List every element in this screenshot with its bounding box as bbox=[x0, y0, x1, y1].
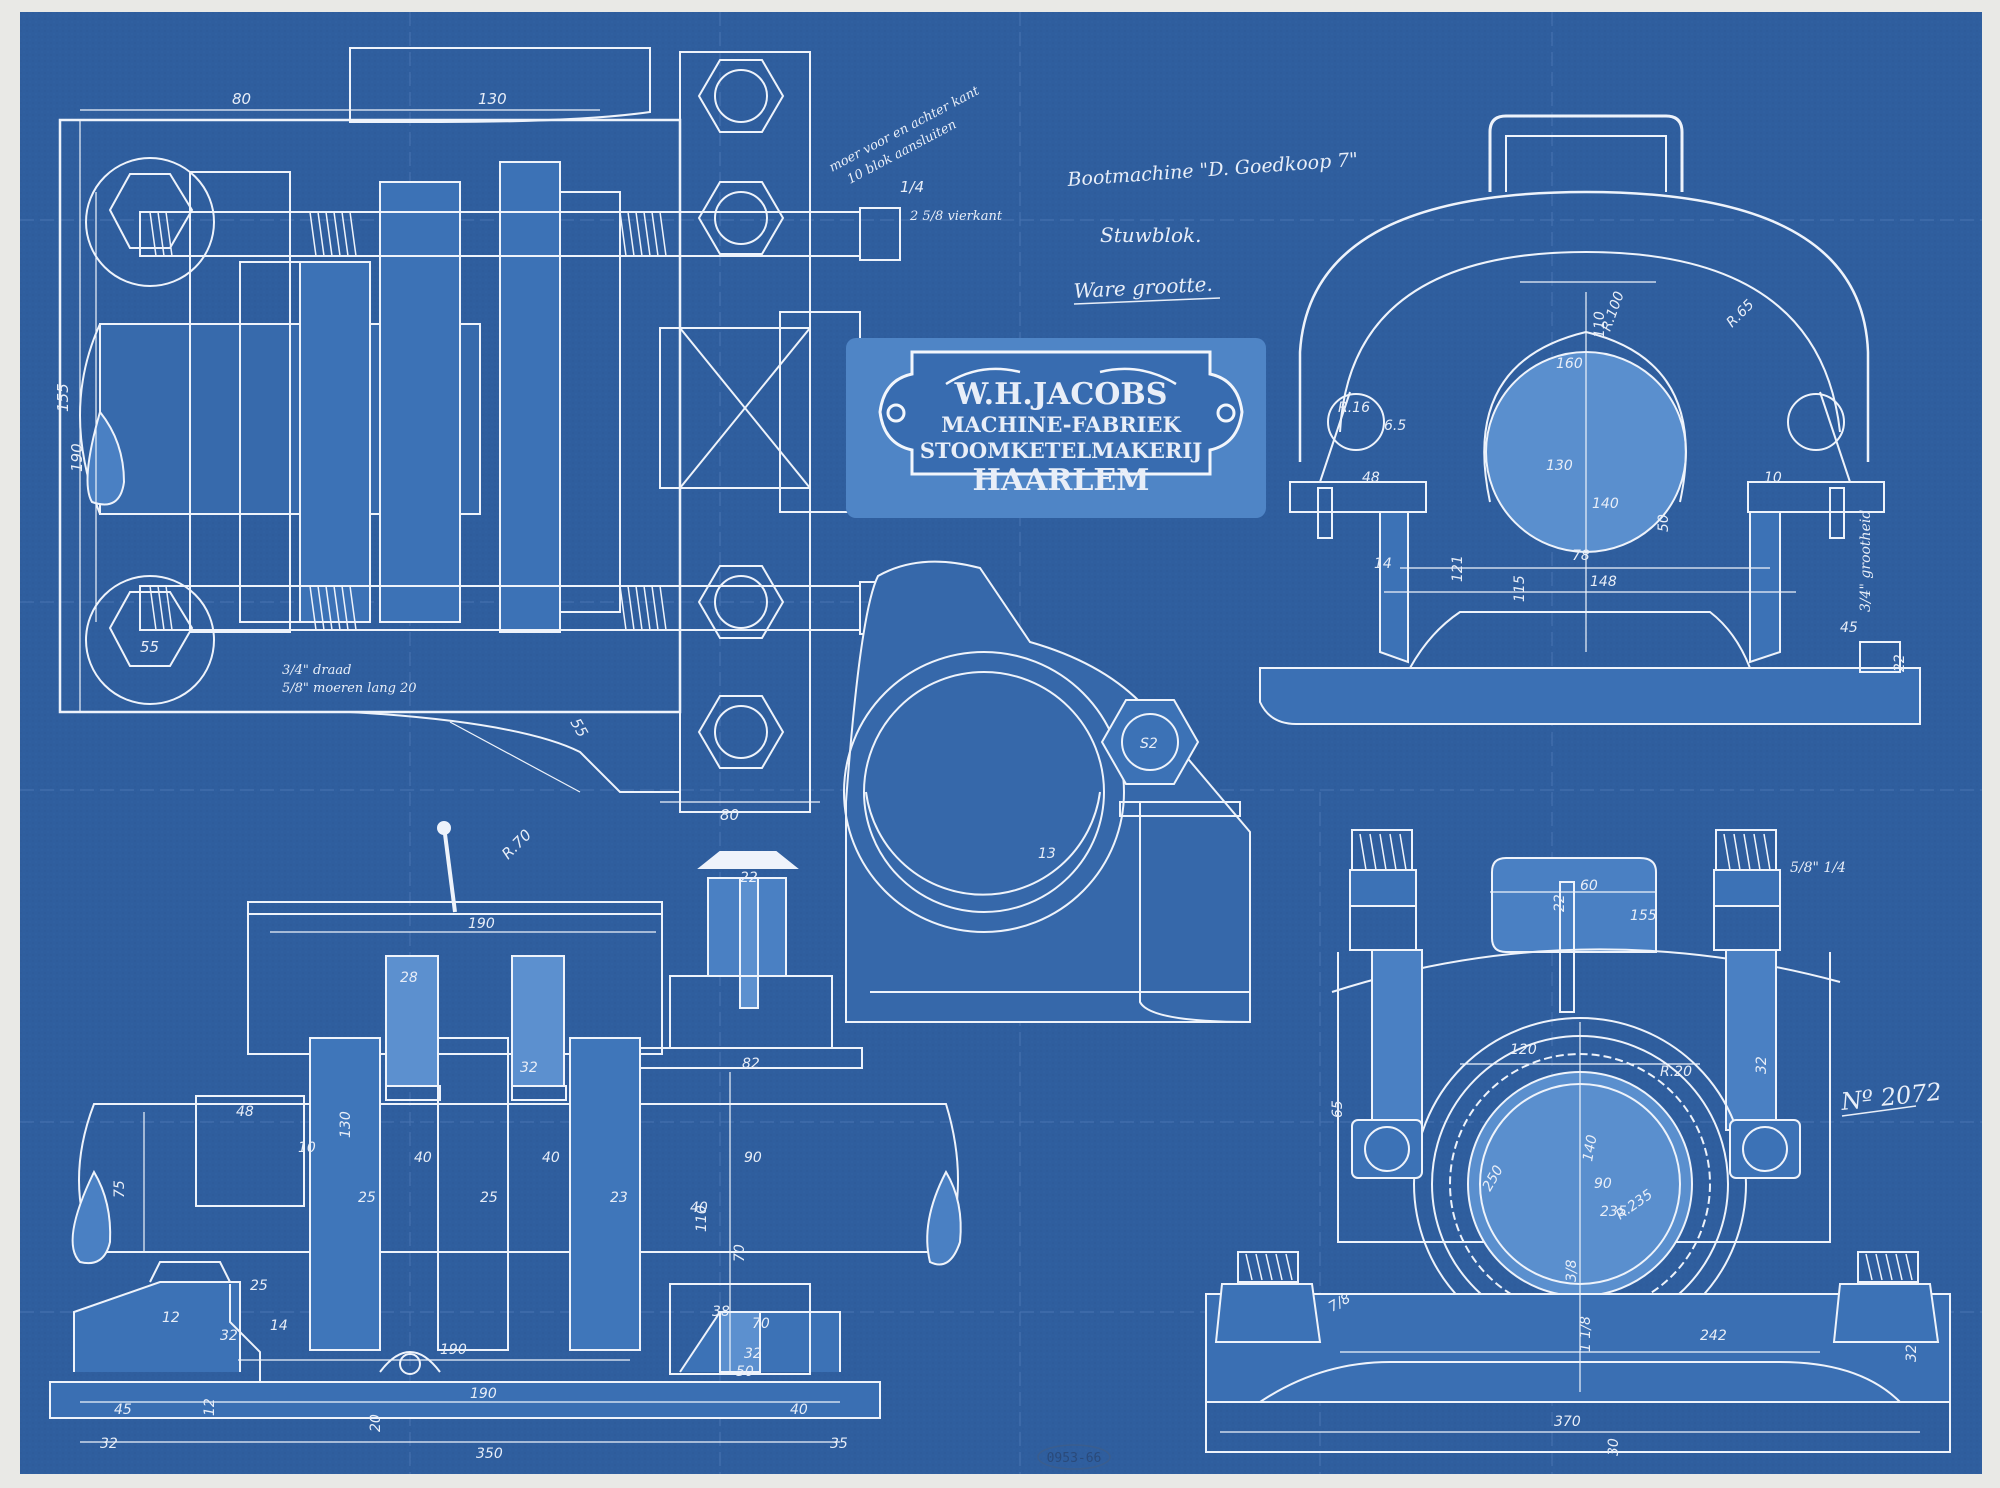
side-dim: 190 bbox=[440, 1342, 467, 1358]
section-dim: 30 bbox=[1606, 1438, 1622, 1456]
end-dim: 140 bbox=[1592, 496, 1619, 512]
side-dim: 32 bbox=[520, 1060, 538, 1076]
center-elevation bbox=[843, 560, 1251, 1023]
side-elevation-dimensions: 190 28 32 130 40 40 25 25 23 48 10 75 90… bbox=[100, 870, 848, 1462]
plan-dim: 80 bbox=[232, 90, 251, 108]
center-dim: S2 bbox=[1140, 736, 1158, 752]
section-dim: 32 bbox=[1754, 1056, 1770, 1074]
side-dim: 70 bbox=[732, 1244, 748, 1262]
small-bolt-note: 2 5/8 vierkant bbox=[909, 209, 1003, 224]
side-dim: 12 bbox=[162, 1310, 180, 1326]
end-dim: 110 bbox=[1592, 311, 1608, 338]
end-dim: 6.5 bbox=[1384, 418, 1406, 434]
end-dim: 22 bbox=[1892, 654, 1908, 672]
end-dim: 130 bbox=[1546, 458, 1573, 474]
end-dim: 48 bbox=[1362, 470, 1380, 486]
side-dim: 32 bbox=[100, 1436, 118, 1452]
end-dim: 148 bbox=[1590, 574, 1617, 590]
plan-dim: 155 bbox=[54, 383, 72, 412]
plan-dim: 190 bbox=[68, 443, 86, 472]
end-dim: 160 bbox=[1556, 356, 1583, 372]
side-dim: 25 bbox=[358, 1190, 376, 1206]
plan-dim: 1/4 bbox=[900, 178, 924, 196]
section-dim: R.20 bbox=[1660, 1064, 1692, 1080]
section-dim: 370 bbox=[1554, 1414, 1581, 1430]
side-dim: 48 bbox=[236, 1104, 254, 1120]
thread-note: 3/4" draad bbox=[282, 663, 351, 678]
end-dim: 10 bbox=[1764, 470, 1782, 486]
end-dim: 78 bbox=[1572, 548, 1590, 564]
plate-line-4: HAARLEM bbox=[973, 463, 1150, 498]
side-dim: 25 bbox=[480, 1190, 498, 1206]
side-dim: 190 bbox=[468, 916, 495, 932]
section-dim: 120 bbox=[1510, 1042, 1537, 1058]
side-dim: 82 bbox=[742, 1056, 760, 1072]
side-dim: 40 bbox=[690, 1200, 708, 1216]
side-dim: 130 bbox=[338, 1111, 354, 1138]
side-dim: 40 bbox=[790, 1402, 808, 1418]
end-dim: R.16 bbox=[1338, 400, 1370, 416]
end-dim: 115 bbox=[1512, 575, 1528, 602]
side-dim: 32 bbox=[220, 1328, 238, 1344]
section-dim: 242 bbox=[1700, 1328, 1727, 1344]
section-dim: 65 bbox=[1330, 1100, 1346, 1118]
side-dim: 40 bbox=[414, 1150, 432, 1166]
side-dim: 12 bbox=[202, 1398, 218, 1416]
plate-line-2: MACHINE-FABRIEK bbox=[941, 412, 1181, 437]
grade-note: 3/4" grootheid bbox=[1858, 510, 1874, 612]
end-dim: 45 bbox=[1840, 620, 1858, 636]
end-dim: 14 bbox=[1374, 556, 1392, 572]
side-dim: 22 bbox=[740, 870, 758, 886]
right-bolt-note: 5/8" 1/4 bbox=[1790, 860, 1846, 876]
side-dim: 70 bbox=[752, 1316, 770, 1332]
side-dim: 50 bbox=[736, 1364, 754, 1380]
side-dim: 75 bbox=[112, 1180, 128, 1198]
side-dim: 35 bbox=[830, 1436, 848, 1452]
plate-line-3: STOOMKETELMAKERIJ bbox=[920, 438, 1202, 463]
center-elevation-dimensions: 13 S2 bbox=[1038, 736, 1158, 862]
side-dim: 45 bbox=[114, 1402, 132, 1418]
side-dim: 23 bbox=[610, 1190, 628, 1206]
side-dim: 10 bbox=[298, 1140, 316, 1156]
makers-plate: W.H.JACOBS MACHINE-FABRIEK STOOMKETELMAK… bbox=[846, 338, 1266, 518]
plan-dim: 130 bbox=[478, 90, 507, 108]
side-dim: 190 bbox=[470, 1386, 497, 1402]
side-dim: 14 bbox=[270, 1318, 288, 1334]
plan-view bbox=[58, 47, 901, 813]
end-elevation bbox=[1259, 114, 1921, 725]
title-part: Stuwblok. bbox=[1100, 223, 1201, 247]
blueprint-paper: 80 130 155 190 55 80 55 1/4 R.70 moer vo… bbox=[20, 12, 1982, 1474]
section-dim: 60 bbox=[1580, 878, 1598, 894]
side-dim: 40 bbox=[542, 1150, 560, 1166]
side-dim: 28 bbox=[400, 970, 418, 986]
plan-dim: 80 bbox=[720, 806, 739, 824]
end-dim: 121 bbox=[1450, 555, 1466, 582]
nuts-note: 5/8" moeren lang 20 bbox=[282, 681, 417, 696]
end-section bbox=[1205, 829, 1951, 1453]
side-elevation bbox=[49, 821, 962, 1443]
plan-dim: 55 bbox=[140, 638, 159, 656]
end-dim: 50 bbox=[1656, 514, 1672, 532]
side-dim: 110 bbox=[694, 1205, 710, 1232]
technical-drawing: 80 130 155 190 55 80 55 1/4 R.70 moer vo… bbox=[20, 12, 1982, 1474]
section-dim: 90 bbox=[1594, 1176, 1612, 1192]
section-dim: 3/8 bbox=[1564, 1259, 1580, 1282]
end-section-dimensions: 155 60 22 120 7/8 65 32 140 90 R.235 R.2… bbox=[1326, 860, 1920, 1456]
side-dim: 32 bbox=[744, 1346, 762, 1362]
section-dim: 22 bbox=[1552, 894, 1568, 912]
section-dim: 1 1/8 bbox=[1578, 1316, 1594, 1352]
center-dim: 13 bbox=[1038, 846, 1056, 862]
side-dim: 38 bbox=[712, 1304, 730, 1320]
side-dim: 90 bbox=[744, 1150, 762, 1166]
section-dim: 32 bbox=[1904, 1344, 1920, 1362]
side-dim: 20 bbox=[368, 1414, 384, 1432]
side-dim: 350 bbox=[476, 1446, 503, 1462]
side-dim: 25 bbox=[250, 1278, 268, 1294]
section-dim: 235 bbox=[1600, 1204, 1627, 1220]
plate-line-1: W.H.JACOBS bbox=[954, 377, 1168, 412]
section-dim: 155 bbox=[1630, 908, 1657, 924]
section-dim: 140 bbox=[1580, 1134, 1600, 1163]
